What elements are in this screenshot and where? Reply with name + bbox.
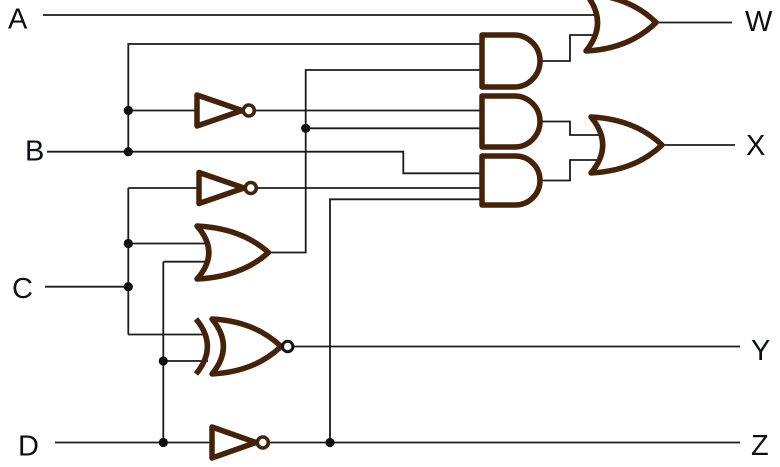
not-b-inversion-bubble <box>241 103 257 118</box>
and-2-and-gate <box>479 93 543 150</box>
not-b-not-gate <box>194 92 245 129</box>
or-x-or-gate <box>588 114 665 176</box>
input-label-c: C <box>12 273 33 305</box>
output-label-y: Y <box>751 335 770 367</box>
output-label-x: X <box>746 130 765 162</box>
wire-notd-to-and3 <box>329 198 483 443</box>
junction-dot <box>158 437 168 448</box>
input-label-a: A <box>8 4 28 36</box>
junction-dot <box>123 282 133 292</box>
junction-dot <box>158 356 168 366</box>
xnor-cd-inversion-bubble <box>281 339 295 354</box>
input-label-b: B <box>25 136 44 168</box>
junction-dot <box>325 437 335 448</box>
output-label-z: Z <box>751 430 769 462</box>
xnor-cd-xnor-gate <box>209 316 284 377</box>
not-d-not-gate <box>209 424 259 461</box>
junction-dot <box>301 123 311 133</box>
not-c-not-gate <box>196 169 247 207</box>
output-label-w: W <box>745 6 773 38</box>
wire-input-b <box>47 150 483 175</box>
wire-and3-to-orx <box>539 159 602 182</box>
and-3-and-gate <box>479 153 543 208</box>
wire-b-to-and1 <box>127 43 483 152</box>
wire-and2-to-orx <box>539 120 602 136</box>
or-w-or-gate <box>583 0 659 54</box>
or-cd-or-gate <box>194 223 272 282</box>
not-d-inversion-bubble <box>255 435 271 450</box>
junction-dot <box>123 238 133 249</box>
not-c-inversion-bubble <box>243 180 259 196</box>
wire-orcd-to-and1 <box>266 69 483 254</box>
junction-dot <box>123 147 133 157</box>
input-label-d: D <box>18 431 39 463</box>
junction-dot <box>123 105 133 116</box>
xnor-cd-xor-input-curve <box>193 317 210 376</box>
wire-and1-to-orw <box>539 34 602 62</box>
and-1-and-gate <box>479 32 543 90</box>
